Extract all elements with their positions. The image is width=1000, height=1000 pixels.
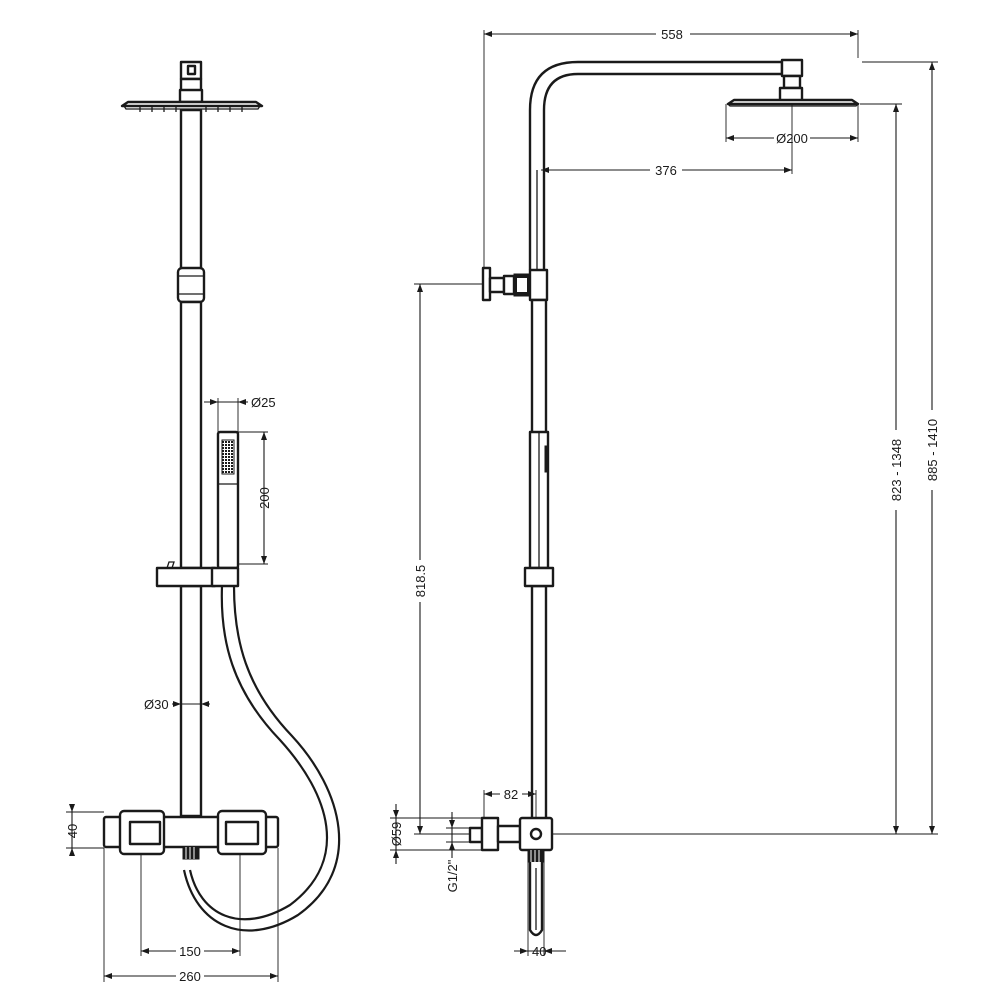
side-view: 558 Ø200 376 818.5 — [389, 26, 940, 959]
side-shower-head — [726, 58, 860, 107]
dim-inlet-projection: 82 — [483, 786, 537, 818]
front-shower-hose — [182, 585, 341, 932]
dim-outlet-width: 40 — [514, 862, 566, 959]
dim-valve-width: 260 — [103, 848, 279, 984]
label-handset-length: 200 — [257, 487, 272, 509]
dim-handset-diameter: Ø25 — [204, 395, 276, 432]
label-bracket-height: 818.5 — [413, 565, 428, 598]
front-riser-pipe — [176, 108, 206, 818]
label-arm-projection: 558 — [661, 27, 683, 42]
label-inlet-projection: 82 — [504, 787, 518, 802]
dim-arm-projection: 558 — [483, 26, 859, 268]
front-handset — [216, 430, 240, 570]
dim-bracket-height: 818.5 — [412, 283, 483, 835]
dim-inlet-cover: Ø59 — [389, 804, 482, 864]
label-head-offset: 376 — [655, 163, 677, 178]
label-riser-diameter: Ø30 — [144, 697, 169, 712]
front-view: Ø25 200 Ø30 40 — [65, 60, 341, 984]
label-valve-height: 40 — [65, 824, 80, 838]
dim-head-offset: 376 — [541, 104, 793, 178]
dim-riser-diameter: Ø30 — [144, 697, 210, 712]
front-thermostatic-valve — [102, 809, 280, 860]
side-riser-and-arm — [528, 60, 784, 270]
front-slider-bracket — [155, 561, 240, 588]
dim-handset-length: 200 — [238, 431, 272, 565]
dim-valve-height: 40 — [65, 804, 104, 856]
dim-inlet-thread: G1/2" — [445, 812, 470, 892]
dim-valve-centres: 150 — [140, 854, 241, 959]
label-inlet-cover: Ø59 — [389, 822, 404, 847]
dim-overall-height: 885 - 1410 — [862, 61, 940, 835]
side-wall-bracket — [481, 266, 549, 302]
label-overall-height: 885 - 1410 — [925, 419, 940, 481]
side-handset — [528, 430, 550, 570]
label-handset-diameter: Ø25 — [251, 395, 276, 410]
side-slider-bracket — [523, 566, 555, 588]
label-inlet-thread: G1/2" — [445, 859, 460, 892]
dim-head-height: 823 - 1348 — [552, 103, 904, 835]
side-valve — [468, 816, 554, 937]
front-shower-head — [120, 60, 264, 112]
label-valve-centres: 150 — [179, 944, 201, 959]
label-outlet-width: 40 — [532, 944, 546, 959]
label-head-height: 823 - 1348 — [889, 439, 904, 501]
label-valve-width: 260 — [179, 969, 201, 984]
